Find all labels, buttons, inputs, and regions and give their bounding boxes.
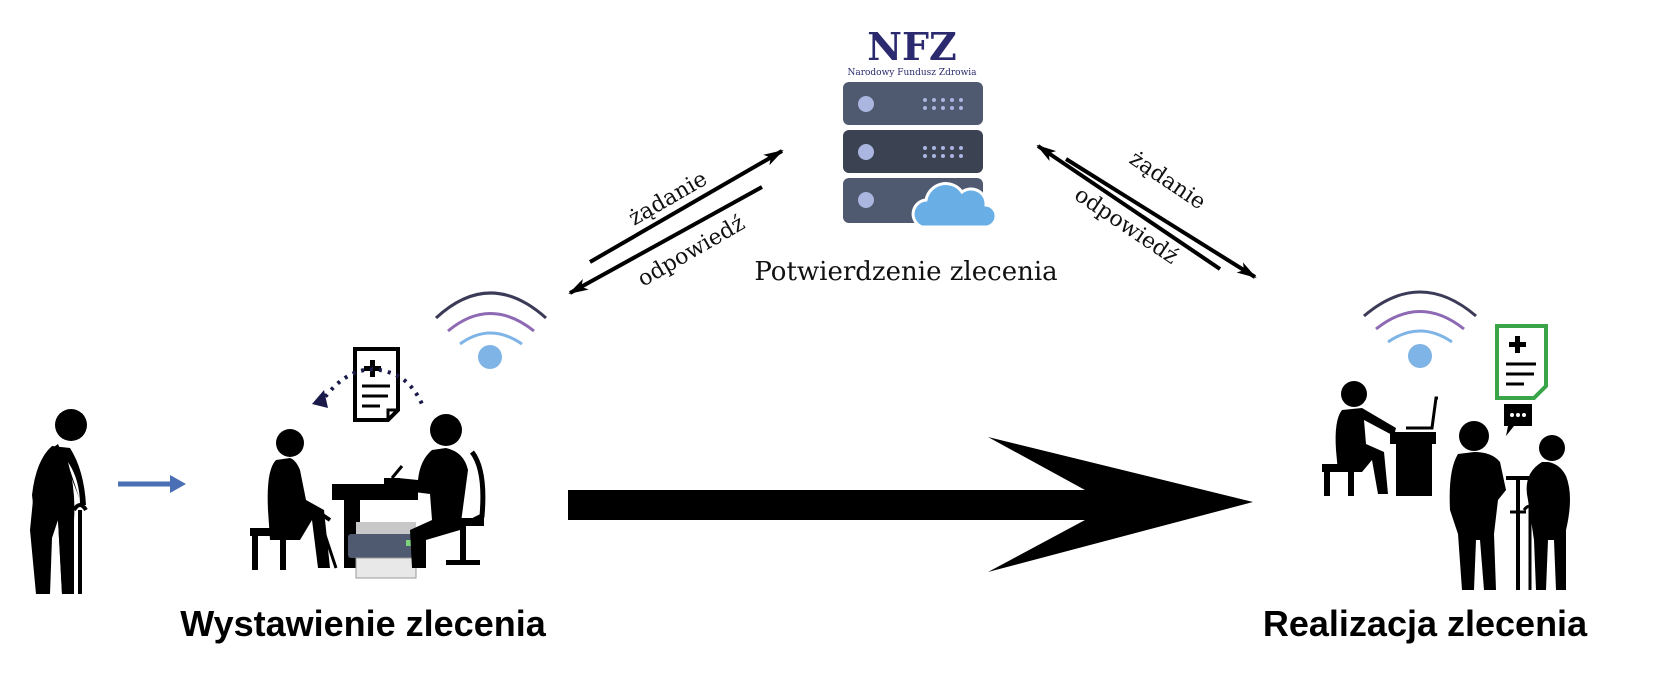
doctor-seated-icon bbox=[398, 414, 486, 568]
left-exchange-arrows: żądanie odpowiedź bbox=[568, 149, 784, 295]
right-request-arrow bbox=[1036, 144, 1222, 271]
pharmacist-icon bbox=[1322, 381, 1438, 496]
fulfil-order-label: Realizacja zlecenia bbox=[1263, 603, 1588, 644]
patient-with-crutch-icon bbox=[1449, 421, 1530, 590]
elderly-patient-icon bbox=[30, 409, 88, 594]
main-flow-arrow bbox=[568, 437, 1253, 572]
signal-icon-right bbox=[1363, 290, 1477, 368]
cloud-icon bbox=[911, 182, 998, 229]
signal-icon-left bbox=[434, 291, 547, 369]
elderly-patient-icon-right bbox=[1522, 435, 1570, 590]
right-response-arrow bbox=[1064, 157, 1257, 279]
patient-seated-icon bbox=[250, 429, 338, 570]
speech-bubble-icon bbox=[1504, 404, 1532, 436]
prescription-document-icon-right bbox=[1495, 324, 1548, 400]
nfz-logo-full-name: Narodowy Fundusz Zdrowia bbox=[847, 68, 977, 78]
issue-order-label: Wystawienie zlecenia bbox=[180, 603, 546, 644]
printer-icon bbox=[348, 522, 424, 579]
confirmation-label: Potwierdzenie zlecenia bbox=[754, 257, 1057, 287]
nfz-logo-abbr: NFZ bbox=[867, 24, 956, 69]
left-response-arrow bbox=[568, 185, 763, 295]
prescription-document-icon-left bbox=[353, 347, 400, 422]
handover-dotted-arrow-icon bbox=[312, 367, 424, 408]
left-request-arrow bbox=[588, 149, 784, 264]
right-exchange-arrows: żądanie odpowiedź bbox=[1036, 144, 1257, 279]
nfz-logo: NFZ Narodowy Fundusz Zdrowia bbox=[847, 24, 977, 78]
walking-arrow-icon bbox=[118, 475, 186, 493]
